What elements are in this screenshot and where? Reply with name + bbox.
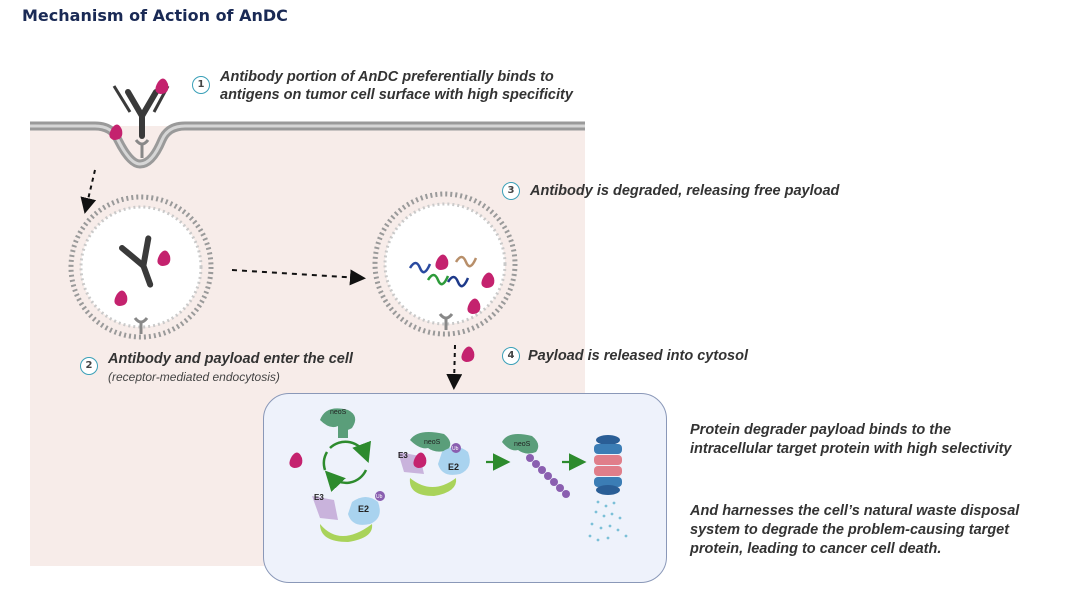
ub-icon: [375, 491, 385, 501]
ub-label-2: Ub: [452, 446, 459, 452]
waste-disposal-text: And harnesses the cell’s natural waste d…: [690, 502, 1019, 559]
step-2-badge: 2: [80, 357, 98, 375]
side-para2-line2: system to degrade the problem-causing ta…: [690, 522, 1010, 538]
neos-label-2: neoS: [424, 439, 441, 446]
side-para2-line3: protein, leading to cancer cell death.: [690, 541, 942, 557]
e3-label-2: E3: [398, 451, 408, 460]
neos-label-3: neoS: [514, 441, 531, 448]
side-para2-line1: And harnesses the cell’s natural waste d…: [690, 503, 1020, 519]
ub-label-1: Ub: [376, 494, 383, 500]
payload-icon: [467, 298, 481, 314]
payload-icon: [461, 346, 475, 362]
step-2-line2: (receptor-mediated endocytosis): [108, 370, 280, 384]
antibody-internalized: [119, 235, 154, 288]
degraded-antibody-fragments: [408, 255, 478, 288]
step-1-badge: 1: [192, 76, 210, 94]
step-1-line2: antigens on tumor cell surface with high…: [220, 87, 573, 103]
payload-icon: [481, 272, 495, 288]
arrow-down-1: [80, 169, 97, 214]
payload-icon: [155, 78, 169, 94]
step-3-badge: 3: [502, 182, 520, 200]
step-2-text: Antibody and payload enter the cell (rec…: [108, 350, 353, 386]
step-4-badge: 4: [502, 347, 520, 365]
payload-icon: [157, 250, 171, 266]
neos-protein-icon: [502, 434, 539, 454]
step-4-text: Payload is released into cytosol: [528, 348, 748, 364]
ternary-complex-icon: [398, 432, 470, 496]
step-1-line1: Antibody portion of AnDC preferentially …: [220, 69, 554, 85]
step-1-text: Antibody portion of AnDC preferentially …: [220, 68, 573, 104]
neos-protein-icon: [320, 408, 356, 438]
arrow-down-2: [446, 344, 463, 390]
target-protein-icon: [320, 524, 373, 542]
receptor-icon: [134, 139, 150, 158]
step-3-text: Antibody is degraded, releasing free pay…: [530, 183, 840, 199]
payload-icon: [114, 290, 128, 306]
cycle-arrows-icon: [322, 440, 371, 492]
arrow-right: [231, 269, 366, 286]
degrader-binding-text: Protein degrader payload binds to the in…: [690, 421, 1012, 459]
e3-label-1: E3: [314, 493, 324, 502]
e3-ligase-icon: [312, 496, 338, 520]
payload-icon: [289, 452, 303, 468]
side-para1-line1: Protein degrader payload binds to the: [690, 422, 952, 438]
receptor-icon: [438, 313, 454, 330]
e2-enzyme-icon: [348, 497, 380, 525]
payload-icon: [109, 124, 123, 140]
side-para1-line2: intracellular target protein with high s…: [690, 441, 1012, 457]
neos-label-1: neoS: [330, 409, 347, 416]
page-title: Mechanism of Action of AnDC: [22, 6, 288, 25]
step-2-line1: Antibody and payload enter the cell: [108, 351, 353, 367]
e2-label-2: E2: [448, 462, 459, 472]
proteasome-icon: [594, 435, 622, 495]
receptor-icon: [133, 317, 149, 334]
e2-label-1: E2: [358, 504, 369, 514]
payload-icon: [435, 254, 449, 270]
ubiquitin-chain-icon: [526, 454, 570, 498]
peptide-fragments-icon: [588, 500, 628, 542]
antibody-surface: [112, 85, 170, 139]
